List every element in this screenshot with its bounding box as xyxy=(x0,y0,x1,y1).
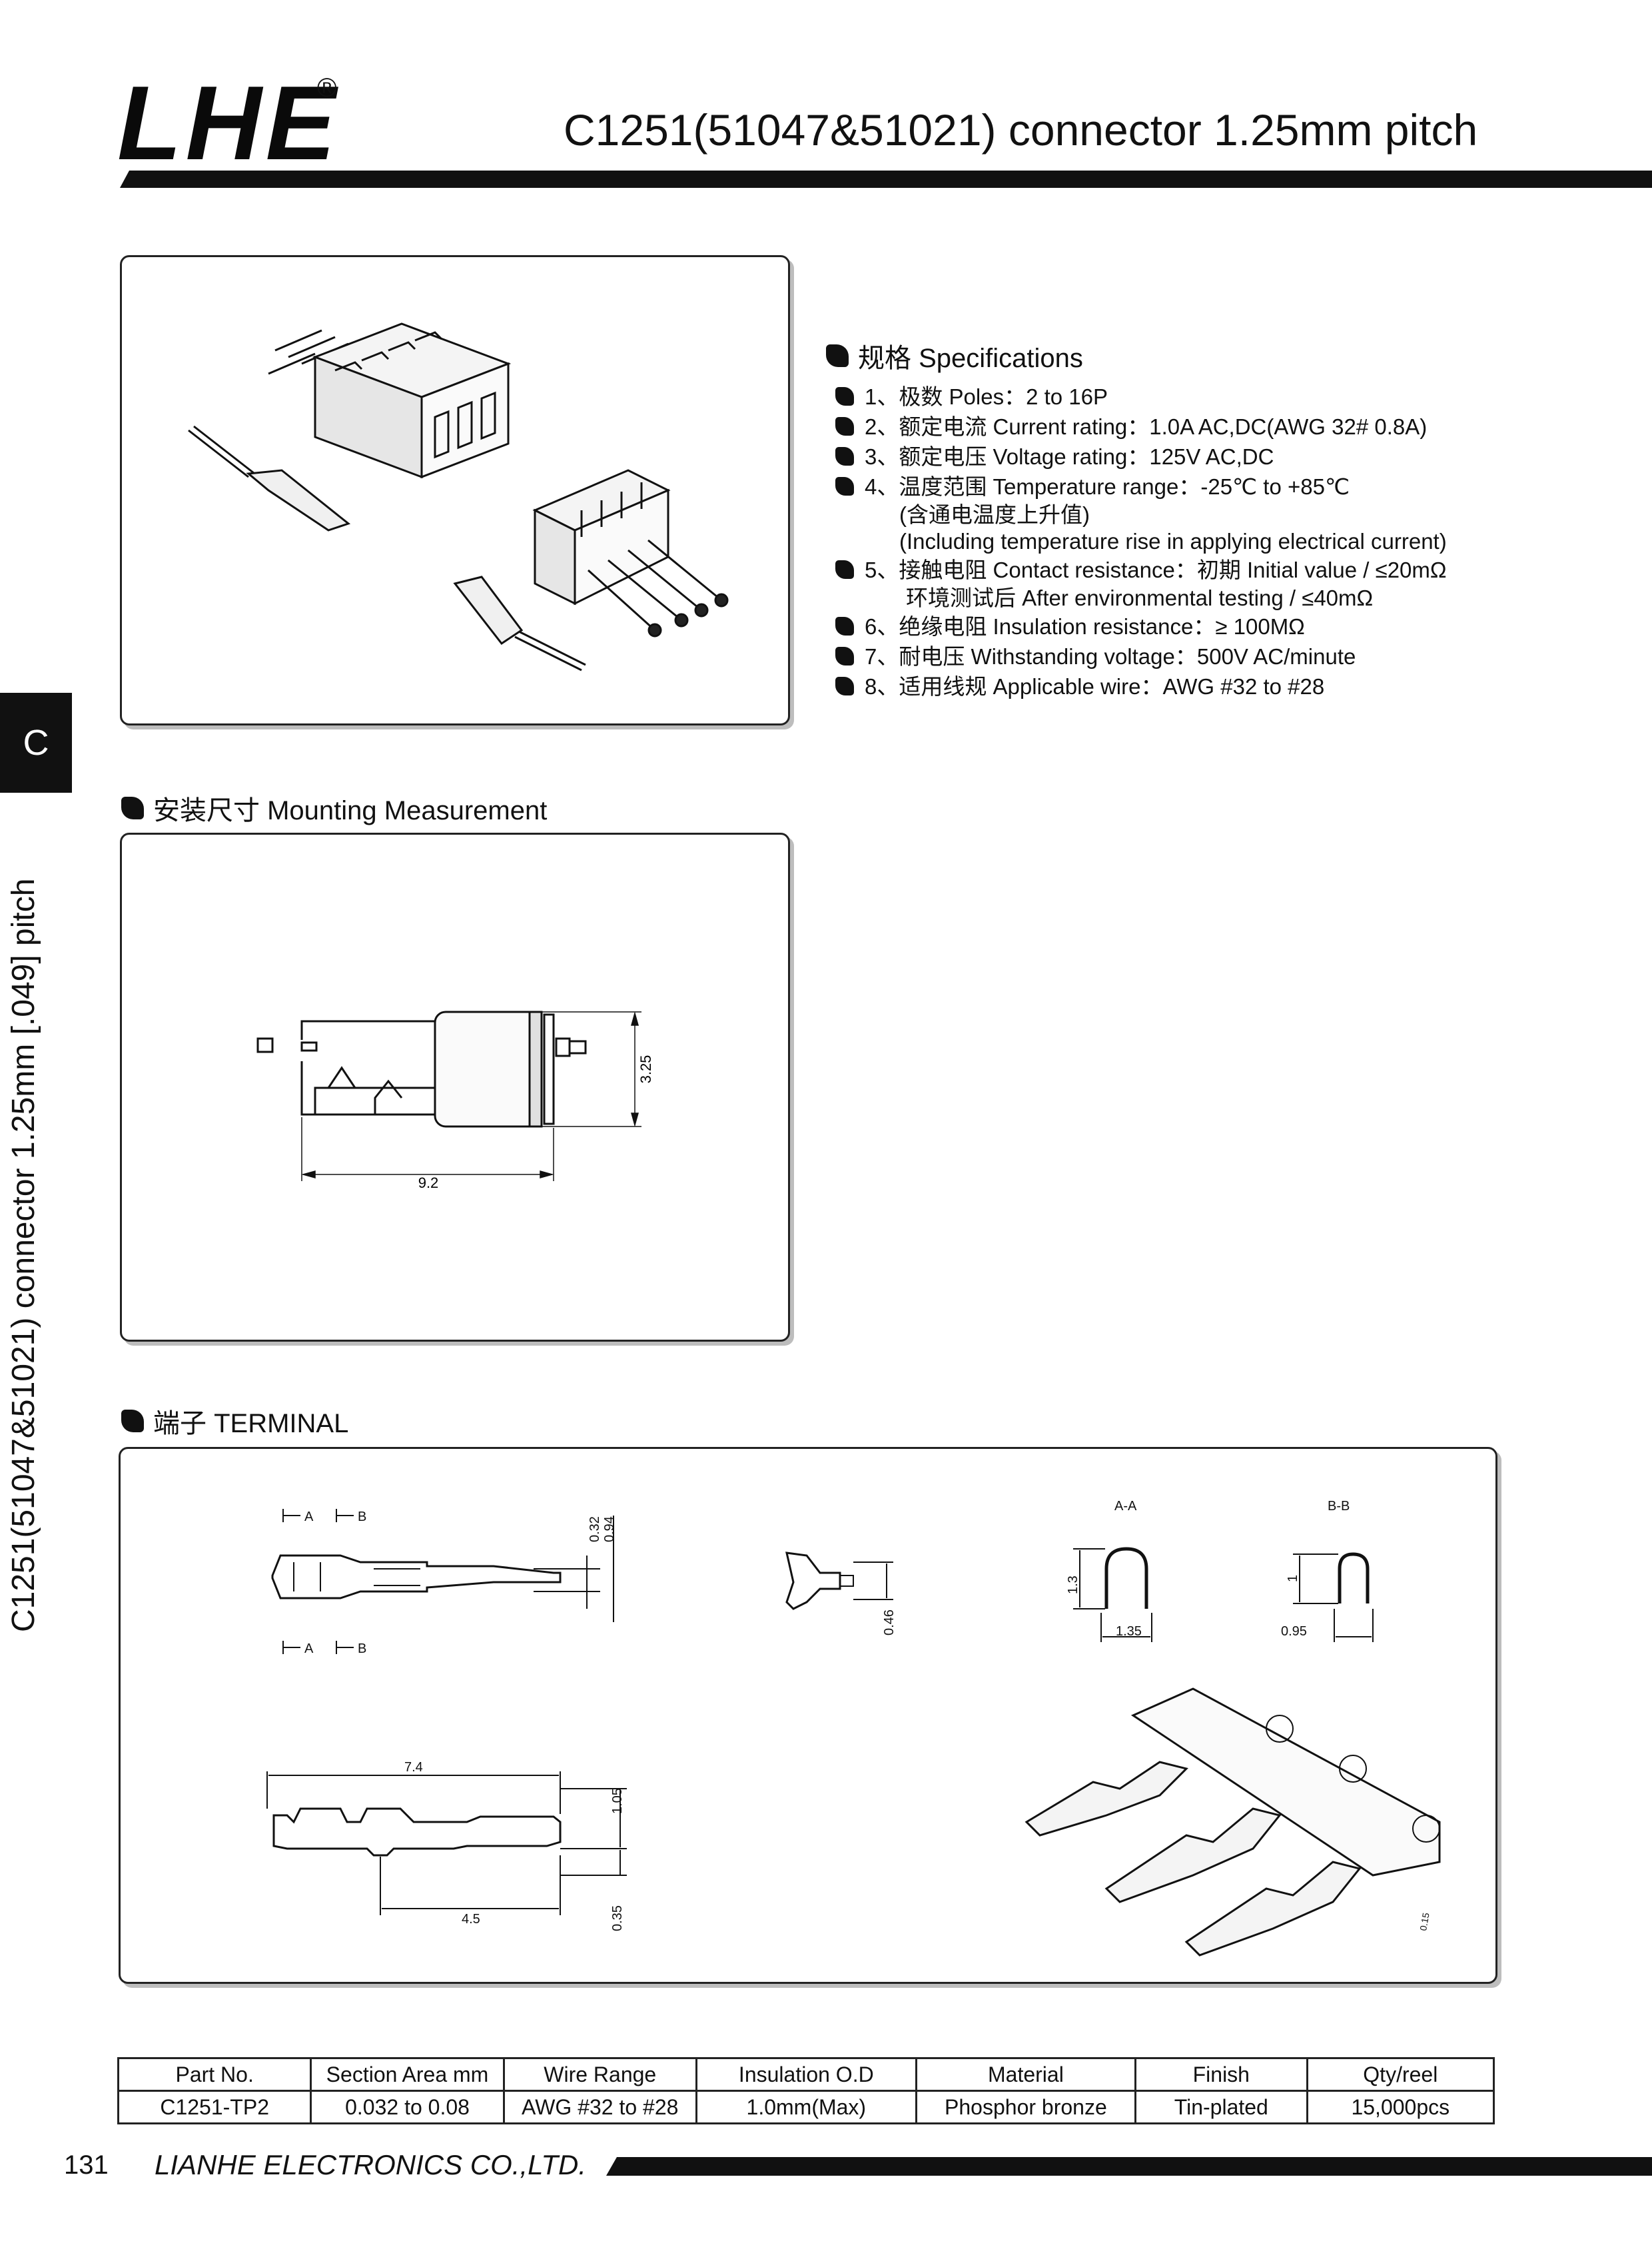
section-a-label: A xyxy=(304,1641,314,1656)
spec-text: 8、适用线规 Applicable wire：AWG #32 to #28 xyxy=(865,674,1325,699)
table-header-cell: Insulation O.D xyxy=(695,2057,917,2092)
leaf-bullet-icon xyxy=(121,797,144,819)
dim-1-label: 1 xyxy=(1286,1575,1300,1582)
spec-text: 2、额定电流 Current rating：1.0A AC,DC(AWG 32#… xyxy=(865,414,1428,439)
table-cell: AWG #32 to #28 xyxy=(502,2090,697,2124)
terminal-drawing-panel: A B A B A-A B-B 0.32 0.94 0.46 1.3 1.35 … xyxy=(119,1447,1497,1984)
spec-item: 4、温度范围 Temperature range：-25℃ to +85℃ xyxy=(835,472,1447,502)
table-header-cell: Section Area mm xyxy=(310,2057,505,2092)
spec-note: (含通电温度上升值) xyxy=(899,502,1090,527)
table-header-row: Part No. Section Area mm Wire Range Insu… xyxy=(117,2057,1495,2092)
table-header-cell: Wire Range xyxy=(502,2057,697,2092)
parts-table: Part No. Section Area mm Wire Range Insu… xyxy=(117,2057,1495,2124)
registered-mark: ® xyxy=(317,73,337,103)
leaf-bullet-icon xyxy=(835,447,854,466)
page-title: C1251(51047&51021) connector 1.25mm pitc… xyxy=(564,105,1478,155)
footer-rule xyxy=(606,2157,1652,2176)
dim-035-label: 0.35 xyxy=(610,1905,625,1931)
leaf-bullet-icon xyxy=(835,677,854,695)
table-cell: 1.0mm(Max) xyxy=(695,2090,917,2124)
spec-item: 7、耐电压 Withstanding voltage：500V AC/minut… xyxy=(835,642,1447,672)
section-aa-title: A-A xyxy=(1114,1499,1137,1514)
table-header-cell: Material xyxy=(915,2057,1136,2092)
specifications-heading: 规格 Specifications xyxy=(826,336,1447,375)
mounting-drawing-panel: 9.2 3.25 xyxy=(120,833,790,1342)
leaf-bullet-icon xyxy=(835,647,854,666)
table-header-cell: Qty/reel xyxy=(1306,2057,1495,2092)
spec-text: 4、温度范围 Temperature range：-25℃ to +85℃ xyxy=(865,474,1350,499)
spec-note: (Including temperature rise in applying … xyxy=(899,529,1447,554)
section-tab: C xyxy=(0,693,72,793)
leaf-bullet-icon xyxy=(835,387,854,406)
brand-logo: LHE xyxy=(117,65,340,182)
dim-height-label: 3.25 xyxy=(637,1055,654,1084)
dim-094-label: 0.94 xyxy=(602,1516,617,1542)
connector-3d-illustration xyxy=(188,322,729,672)
dim-046-label: 0.46 xyxy=(882,1609,897,1635)
section-tab-letter: C xyxy=(23,723,49,763)
spec-text: 3、额定电压 Voltage rating：125V AC,DC xyxy=(865,444,1274,469)
section-bb-title: B-B xyxy=(1328,1499,1350,1514)
mounting-heading: 安装尺寸 Mounting Measurement xyxy=(121,789,547,827)
company-name: LIANHE ELECTRONICS CO.,LTD. xyxy=(155,2149,587,2180)
leaf-bullet-icon xyxy=(835,617,854,636)
section-a-label: A xyxy=(304,1510,314,1524)
terminal-heading: 端子 TERMINAL xyxy=(121,1402,348,1440)
leaf-bullet-icon xyxy=(835,417,854,436)
page-number: 131 xyxy=(64,2150,109,2180)
leaf-bullet-icon xyxy=(835,560,854,579)
spec-text: 1、极数 Poles：2 to 16P xyxy=(865,384,1108,409)
spec-item: 2、额定电流 Current rating：1.0A AC,DC(AWG 32#… xyxy=(835,412,1447,442)
spec-text: 7、耐电压 Withstanding voltage：500V AC/minut… xyxy=(865,644,1356,669)
spec-item: 1、极数 Poles：2 to 16P xyxy=(835,382,1447,412)
spec-item: 5、接触电阻 Contact resistance：初期 Initial val… xyxy=(835,555,1447,585)
dim-45-label: 4.5 xyxy=(462,1912,480,1927)
dim-032-label: 0.32 xyxy=(588,1516,602,1542)
vertical-side-title: C1251(51047&51021) connector 1.25mm [.04… xyxy=(6,878,41,1632)
section-b-label: B xyxy=(358,1510,366,1524)
table-row: C1251-TP2 0.032 to 0.08 AWG #32 to #28 1… xyxy=(117,2090,1495,2124)
specifications-heading-text: 规格 Specifications xyxy=(858,344,1083,373)
dim-135-label: 1.35 xyxy=(1116,1624,1142,1639)
header-rule xyxy=(120,171,1652,188)
leaf-bullet-icon xyxy=(835,477,854,496)
leaf-bullet-icon xyxy=(121,1410,144,1432)
dim-095-label: 0.95 xyxy=(1281,1624,1307,1639)
table-cell: C1251-TP2 xyxy=(117,2090,312,2124)
table-cell: Tin-plated xyxy=(1134,2090,1308,2124)
product-image-panel xyxy=(120,255,790,725)
spec-text: 6、绝缘电阻 Insulation resistance：≥ 100MΩ xyxy=(865,614,1305,639)
terminal-drawings: A B A B A-A B-B 0.32 0.94 0.46 1.3 1.35 … xyxy=(266,1499,1441,1957)
spec-note: 环境测试后 After environmental testing / ≤40m… xyxy=(906,586,1374,610)
section-b-label: B xyxy=(358,1641,366,1656)
dim-105-label: 1.05 xyxy=(610,1788,625,1814)
mounting-heading-text: 安装尺寸 Mounting Measurement xyxy=(153,796,548,825)
spec-text: 5、接触电阻 Contact resistance：初期 Initial val… xyxy=(865,558,1447,582)
mounting-drawing: 9.2 3.25 xyxy=(256,1011,654,1191)
leaf-bullet-icon xyxy=(826,344,849,367)
spec-item: 3、额定电压 Voltage rating：125V AC,DC xyxy=(835,442,1447,472)
specifications-section: 规格 Specifications 1、极数 Poles：2 to 16P 2、… xyxy=(826,336,1447,701)
table-cell: 15,000pcs xyxy=(1306,2090,1495,2124)
spec-item: 8、适用线规 Applicable wire：AWG #32 to #28 xyxy=(835,672,1447,701)
table-header-cell: Part No. xyxy=(117,2057,312,2092)
table-cell: Phosphor bronze xyxy=(915,2090,1136,2124)
dim-74-label: 7.4 xyxy=(404,1760,423,1775)
dim-13-label: 1.3 xyxy=(1066,1575,1080,1594)
table-header-cell: Finish xyxy=(1134,2057,1308,2092)
dim-015-label: 0.15 xyxy=(1418,1912,1432,1932)
terminal-heading-text: 端子 TERMINAL xyxy=(153,1409,349,1438)
dim-length-label: 9.2 xyxy=(418,1174,439,1191)
table-cell: 0.032 to 0.08 xyxy=(310,2090,505,2124)
spec-item: 6、绝缘电阻 Insulation resistance：≥ 100MΩ xyxy=(835,612,1447,642)
